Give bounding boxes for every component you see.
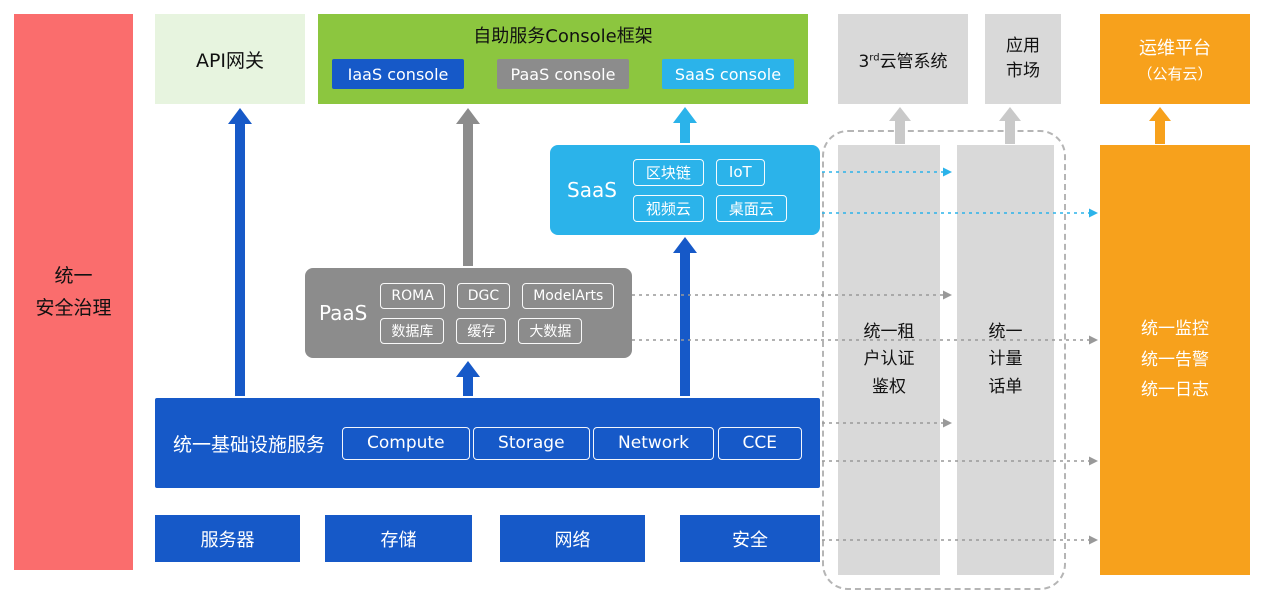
chip-roma: ROMA (380, 282, 445, 309)
chip-desktop-cloud: 桌面云 (715, 194, 787, 222)
saas-to-monitoring-arrowhead (1089, 208, 1098, 218)
console-buttons-row: IaaS console PaaS console SaaS console (332, 59, 794, 89)
api-gateway-box: API网关 (155, 14, 305, 104)
chip-compute: Compute (342, 426, 470, 460)
storage-box: 存储 (325, 515, 472, 562)
chip-video-cloud: 视频云 (632, 194, 704, 222)
infra-to-monitoring-arrowhead (1089, 456, 1098, 466)
console-frame-box: 自助服务Console框架 IaaS console PaaS console … (318, 14, 808, 104)
chip-storage: Storage (473, 426, 590, 460)
saas-chips: 区块链 IoT 视频云 桌面云 (632, 158, 787, 222)
chip-network: Network (593, 426, 715, 460)
ops-platform-label-line2: （公有云） (1137, 65, 1213, 83)
chip-modelarts: ModelArts (522, 282, 615, 309)
saas-box: SaaS 区块链 IoT 视频云 桌面云 (550, 145, 820, 235)
chip-cache: 缓存 (456, 317, 507, 344)
chip-database: 数据库 (380, 317, 445, 344)
security-label: 安全 (732, 529, 768, 551)
ops-platform-box: 运维平台 （公有云） (1100, 14, 1250, 104)
paas-to-console-arrow (456, 108, 480, 266)
saas-console-button: SaaS console (662, 59, 794, 89)
monitoring-bar: 统一监控 统一告警 统一日志 (1100, 145, 1250, 575)
paas-box: PaaS ROMA DGC ModelArts 数据库 缓存 大数据 (305, 268, 632, 358)
ops-platform-label-line1: 运维平台 (1139, 38, 1211, 59)
paas-chips: ROMA DGC ModelArts 数据库 缓存 大数据 (380, 282, 615, 344)
security-box: 安全 (680, 515, 820, 562)
security-to-monitoring-arrowhead (1089, 535, 1098, 545)
server-box: 服务器 (155, 515, 300, 562)
security-governance-bar: 统一 安全治理 (14, 14, 133, 570)
network-box: 网络 (500, 515, 645, 562)
network-label: 网络 (554, 529, 591, 551)
infrastructure-label: 统一基础设施服务 (173, 433, 326, 456)
chip-dgc: DGC (456, 282, 511, 309)
infrastructure-chips: Compute Storage Network CCE (342, 426, 802, 460)
saas-to-console-arrow (673, 107, 697, 143)
infra-to-paas-arrow (456, 361, 480, 396)
monitoring-label: 统一监控 统一告警 统一日志 (1141, 319, 1209, 401)
chip-bigdata: 大数据 (518, 317, 583, 344)
chip-cce: CCE (717, 426, 802, 460)
infrastructure-box: 统一基础设施服务 Compute Storage Network CCE (155, 398, 820, 488)
monitoring-to-ops-arrow (1149, 107, 1171, 144)
iaas-console-button: IaaS console (332, 59, 464, 89)
third-party-cloud-box: 3rd云管系统 (838, 14, 968, 104)
metering-label: 统一 计量 话单 (988, 322, 1023, 397)
infra-to-saas-arrow (673, 237, 697, 396)
common-services-dashed-group (822, 130, 1066, 590)
paas-to-monitoring-arrowhead (1089, 335, 1098, 345)
metering-bar: 统一 计量 话单 (957, 145, 1054, 575)
chip-iot: IoT (715, 158, 765, 186)
security-governance-label: 统一 安全治理 (35, 264, 112, 319)
server-label: 服务器 (200, 529, 255, 551)
api-gateway-label: API网关 (195, 49, 265, 72)
paas-label: PaaS (319, 301, 368, 325)
tenant-auth-label: 统一租 户认证 鉴权 (863, 322, 915, 397)
chip-blockchain: 区块链 (632, 158, 704, 186)
infra-to-api-gateway-arrow (228, 108, 252, 396)
paas-console-button: PaaS console (497, 59, 629, 89)
console-frame-title: 自助服务Console框架 (473, 26, 653, 47)
app-market-label: 应用 市场 (1006, 35, 1040, 82)
saas-label: SaaS (567, 178, 617, 202)
storage-label: 存储 (380, 529, 417, 551)
app-market-box: 应用 市场 (985, 14, 1061, 104)
third-party-cloud-label: 3rd云管系统 (858, 51, 948, 72)
tenant-auth-bar: 统一租 户认证 鉴权 (838, 145, 940, 575)
